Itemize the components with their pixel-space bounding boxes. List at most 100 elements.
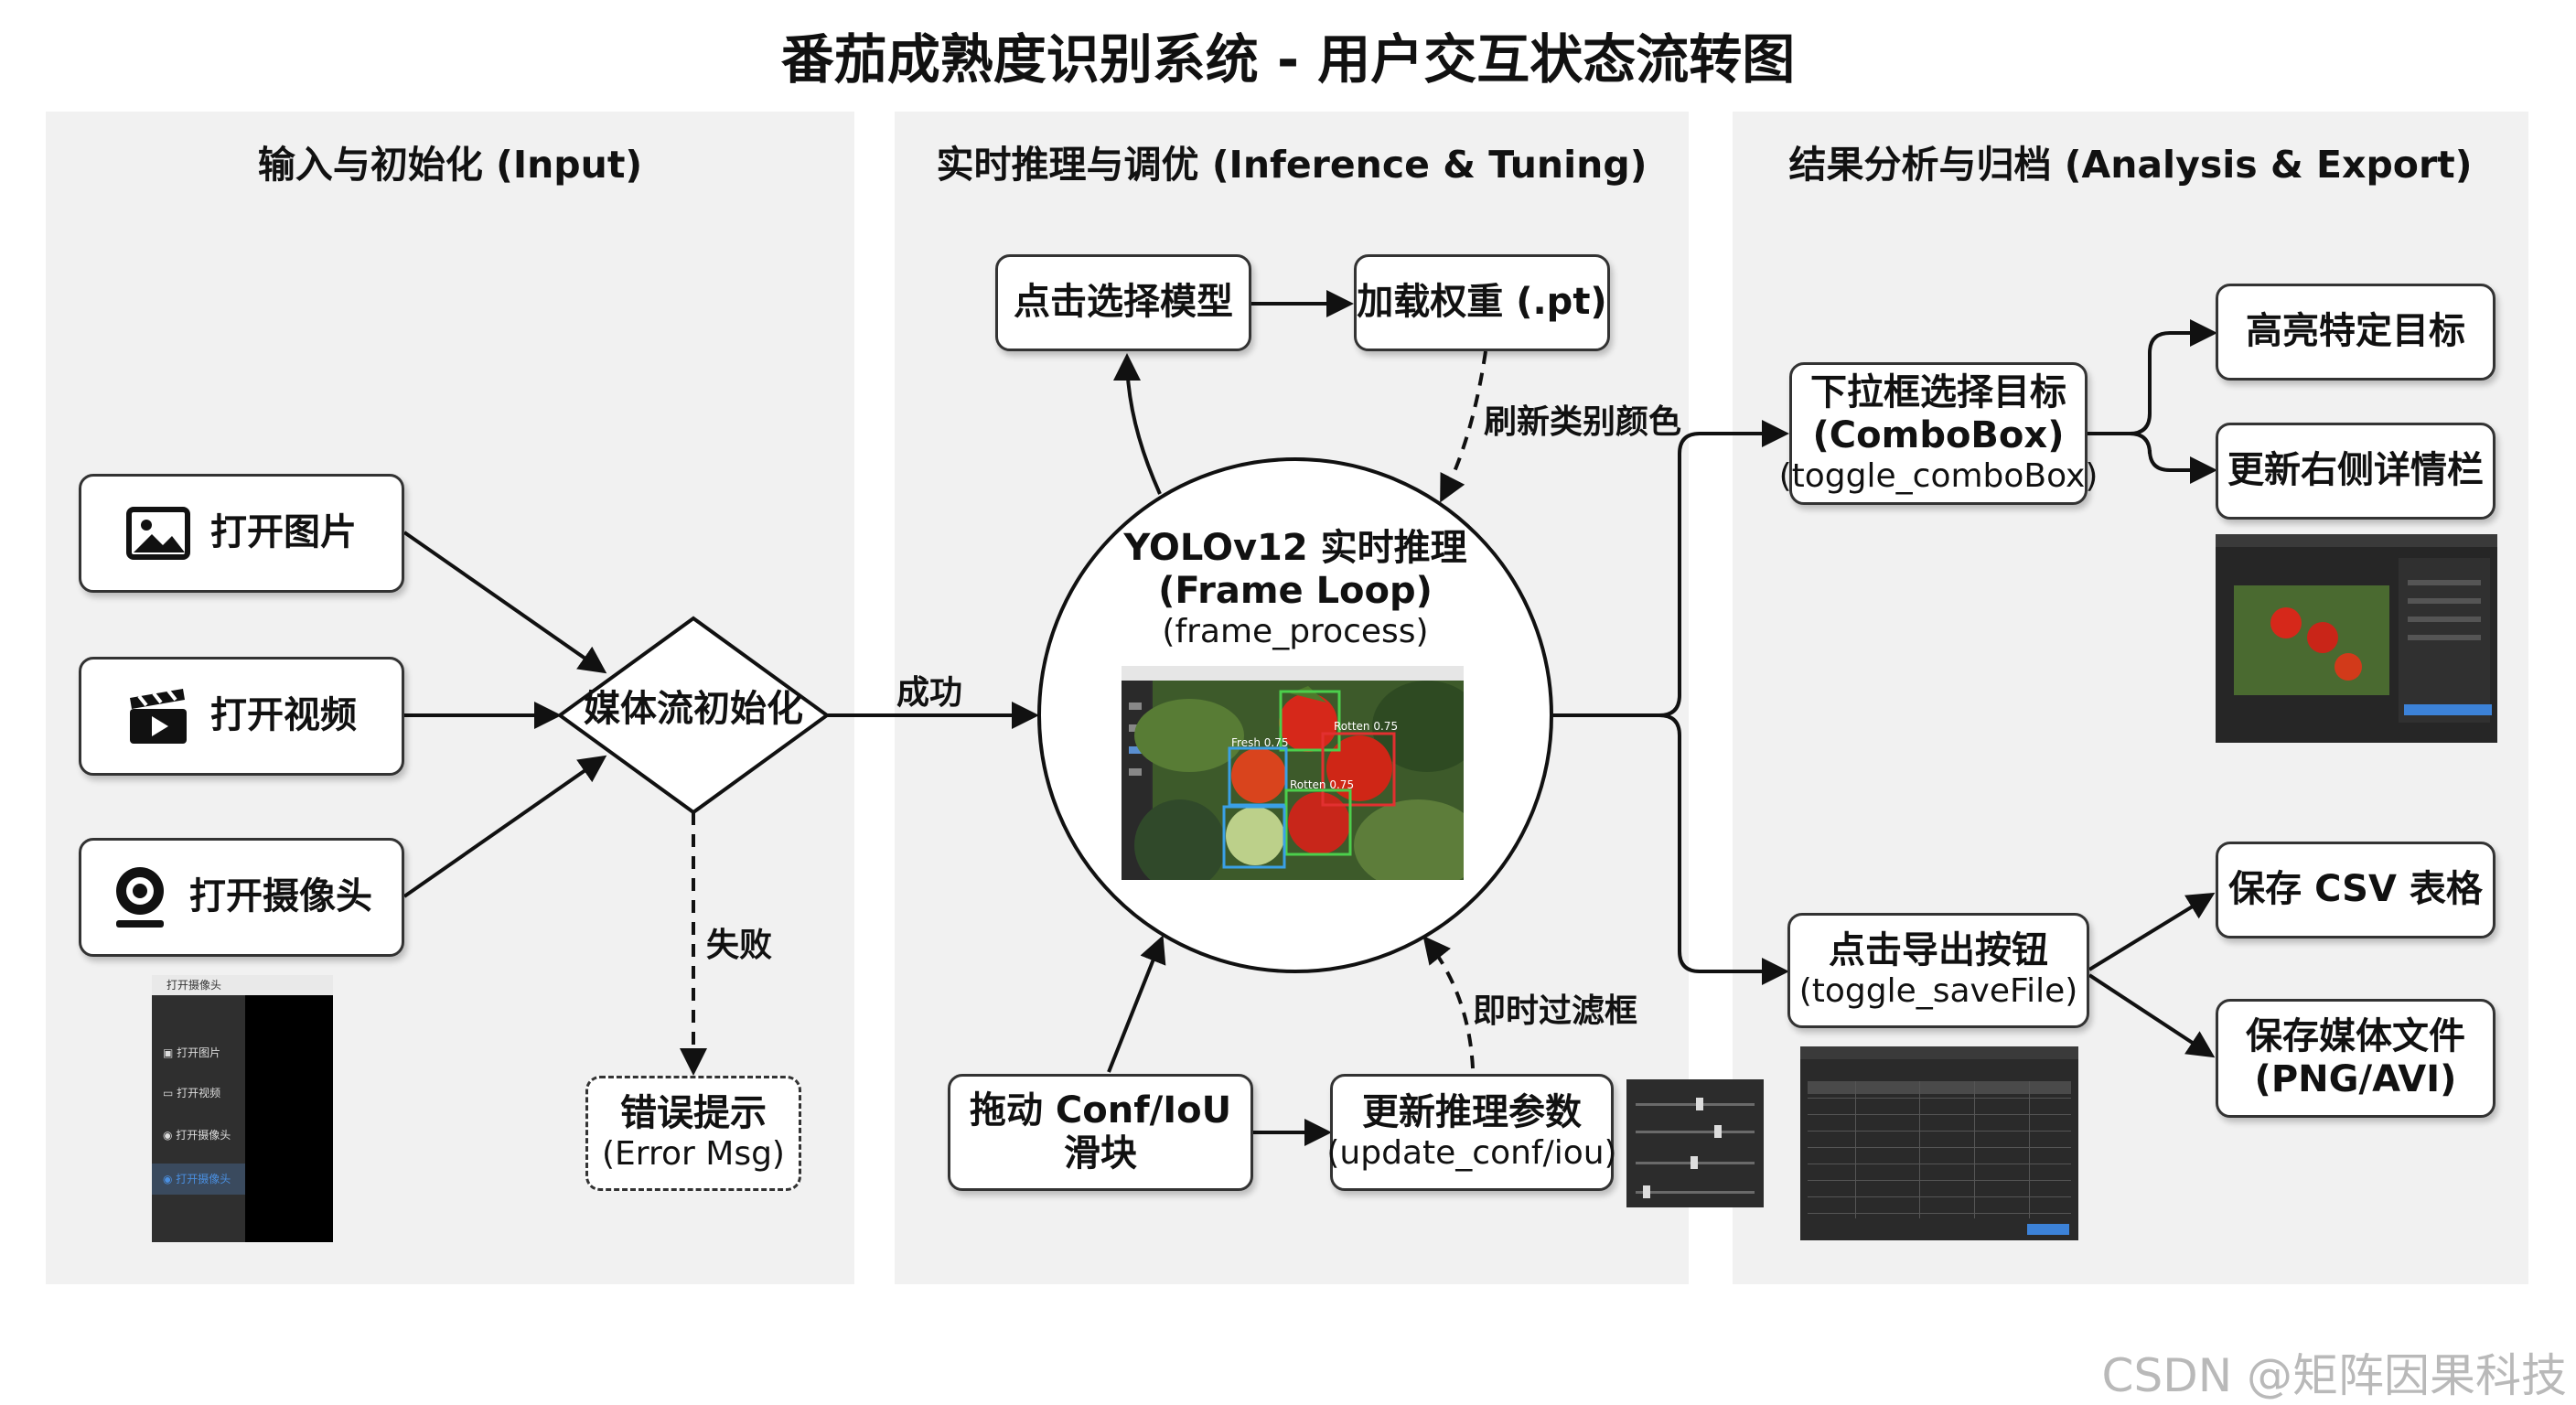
mini-menu-item: ◉ 打开摄像头 bbox=[163, 1173, 231, 1185]
error-title: 错误提示 bbox=[619, 1092, 767, 1135]
update-detail-box[interactable]: 更新右侧详情栏 bbox=[2216, 423, 2496, 520]
open-video-label: 打开视频 bbox=[210, 694, 357, 737]
slider-handle bbox=[1714, 1125, 1722, 1138]
detection-label: Rotten 0.75 bbox=[1290, 778, 1354, 791]
export-title: 点击导出按钮 bbox=[1829, 929, 2048, 972]
error-sub: (Error Msg) bbox=[602, 1135, 785, 1174]
table-row bbox=[1808, 1180, 2071, 1181]
save-media-box[interactable]: 保存媒体文件 (PNG/AVI) bbox=[2216, 999, 2496, 1118]
update-params-title: 更新推理参数 bbox=[1362, 1091, 1582, 1134]
tomato-thumb bbox=[2307, 622, 2338, 653]
load-weights-label: 加载权重 (.pt) bbox=[1357, 281, 1607, 324]
save-csv-box[interactable]: 保存 CSV 表格 bbox=[2216, 842, 2496, 938]
inference-screenshot: Fresh 0.75 Rotten 0.75 Rotten 0.75 bbox=[1122, 666, 1464, 880]
select-model-box[interactable]: 点击选择模型 bbox=[995, 254, 1251, 351]
detail-row bbox=[2408, 580, 2481, 585]
mini-menu-item: ▣ 打开图片 bbox=[163, 1046, 221, 1059]
arrow-camera-to-init bbox=[402, 755, 607, 898]
open-image-label: 打开图片 bbox=[210, 511, 357, 554]
slider-handle bbox=[1643, 1185, 1650, 1198]
arrow-export-to-csv bbox=[2088, 892, 2216, 971]
export-sub: (toggle_saveFile) bbox=[1798, 972, 2078, 1011]
export-button-box[interactable]: 点击导出按钮 (toggle_saveFile) bbox=[1787, 913, 2089, 1028]
detail-row bbox=[2408, 598, 2481, 604]
highlight-target-label: 高亮特定目标 bbox=[2246, 310, 2465, 353]
refresh-color-label: 刷新类别颜色 bbox=[1484, 403, 1682, 441]
open-camera-label: 打开摄像头 bbox=[189, 875, 372, 918]
circle-line2: (Frame Loop) bbox=[1158, 570, 1433, 613]
sidebar-icon bbox=[1129, 724, 1142, 732]
circle-text: YOLOv12 实时推理 (Frame Loop) (frame_process… bbox=[1037, 527, 1553, 652]
camera-icon: ◉ bbox=[163, 1173, 177, 1185]
slider-track bbox=[1636, 1131, 1755, 1133]
open-camera-box[interactable]: 打开摄像头 bbox=[79, 838, 404, 957]
combobox-line2: (ComboBox) bbox=[1812, 413, 2065, 456]
tomato-thumb bbox=[2270, 607, 2302, 638]
image-icon bbox=[126, 507, 190, 560]
error-box: 错误提示 (Error Msg) bbox=[585, 1076, 801, 1191]
sidebar-icon bbox=[1129, 746, 1142, 754]
fail-label: 失败 bbox=[706, 927, 773, 964]
page-title: 番茄成熟度识别系统 - 用户交互状态流转图 bbox=[780, 28, 1796, 91]
update-params-sub: (update_conf/iou) bbox=[1326, 1134, 1617, 1173]
slider-track bbox=[1636, 1103, 1755, 1106]
panel-inference-title: 实时推理与调优 (Inference & Tuning) bbox=[936, 143, 1648, 187]
instant-filter-label: 即时过滤框 bbox=[1473, 992, 1638, 1030]
tomato-thumb bbox=[2334, 653, 2362, 681]
slider-track bbox=[1636, 1191, 1755, 1194]
table-row bbox=[1808, 1098, 2071, 1099]
open-image-box[interactable]: 打开图片 bbox=[79, 474, 404, 593]
detail-row bbox=[2408, 635, 2481, 640]
combobox-line3: (toggle_comboBox) bbox=[1778, 456, 2098, 495]
table-export-button bbox=[2027, 1224, 2069, 1235]
save-media-line1: 保存媒体文件 bbox=[2246, 1014, 2465, 1057]
success-label: 成功 bbox=[896, 674, 963, 712]
drag-slider-label: 拖动 Conf/IoU 滑块 bbox=[969, 1089, 1232, 1174]
slider-screenshot bbox=[1626, 1079, 1764, 1207]
camera-menu-screenshot: 打开摄像头 ▣ 打开图片 ▭ 打开视频 ◉ 打开摄像头 ◉ 打开摄像头 bbox=[152, 975, 333, 1242]
arrow-slider-to-circle bbox=[1107, 935, 1166, 1073]
arrow-combo-to-detail bbox=[2129, 432, 2217, 484]
arrow-export-to-media bbox=[2088, 973, 2216, 1058]
select-model-label: 点击选择模型 bbox=[1014, 281, 1233, 324]
mini-menu-item: ▭ 打开视频 bbox=[163, 1087, 221, 1099]
arrow-circle-to-combobox bbox=[1553, 420, 1789, 717]
media-init-diamond bbox=[556, 616, 831, 815]
update-params-box[interactable]: 更新推理参数 (update_conf/iou) bbox=[1326, 1074, 1617, 1191]
media-init-label: 媒体流初始化 bbox=[584, 688, 803, 730]
picture-icon: ▣ bbox=[163, 1046, 177, 1059]
arrow-load-to-circle bbox=[1440, 350, 1487, 503]
sidebar-icon bbox=[1129, 768, 1142, 776]
highlight-target-box[interactable]: 高亮特定目标 bbox=[2216, 284, 2496, 381]
circle-line3: (frame_process) bbox=[1162, 613, 1429, 651]
webcam-icon bbox=[111, 865, 169, 929]
detail-screenshot bbox=[2216, 534, 2497, 743]
panel-analysis-title: 结果分析与归档 (Analysis & Export) bbox=[1788, 143, 2473, 187]
detection-label: Fresh 0.75 bbox=[1231, 736, 1288, 749]
load-weights-box[interactable]: 加载权重 (.pt) bbox=[1354, 254, 1610, 351]
arrow-update-to-circle bbox=[1422, 935, 1475, 1069]
slider-handle bbox=[1690, 1156, 1698, 1169]
arrow-circle-to-select-model bbox=[1113, 353, 1162, 495]
table-screenshot bbox=[1800, 1046, 2078, 1240]
detail-button bbox=[2404, 704, 2492, 715]
arrow-circle-to-export bbox=[1658, 713, 1789, 985]
mini-menu-item-active bbox=[152, 1164, 245, 1195]
table-row bbox=[1808, 1114, 2071, 1115]
panel-input-title: 输入与初始化 (Input) bbox=[257, 143, 643, 187]
combobox-box[interactable]: 下拉框选择目标 (ComboBox) (toggle_comboBox) bbox=[1779, 362, 2098, 505]
table-row bbox=[1808, 1213, 2071, 1214]
tomato-image: Fresh 0.75 Rotten 0.75 Rotten 0.75 bbox=[1134, 681, 1464, 880]
circle-line1: YOLOv12 实时推理 bbox=[1123, 527, 1467, 569]
table-row bbox=[1808, 1147, 2071, 1148]
detection-label: Rotten 0.75 bbox=[1334, 720, 1398, 733]
arrow-image-to-init bbox=[402, 531, 607, 674]
table-row bbox=[1808, 1131, 2071, 1132]
video-icon: ▭ bbox=[163, 1087, 177, 1099]
drag-slider-box[interactable]: 拖动 Conf/IoU 滑块 bbox=[948, 1074, 1253, 1191]
video-clapper-icon bbox=[126, 687, 190, 745]
mini-menu-header: 打开摄像头 bbox=[166, 979, 222, 992]
open-video-box[interactable]: 打开视频 bbox=[79, 657, 404, 776]
update-detail-label: 更新右侧详情栏 bbox=[2227, 449, 2484, 492]
